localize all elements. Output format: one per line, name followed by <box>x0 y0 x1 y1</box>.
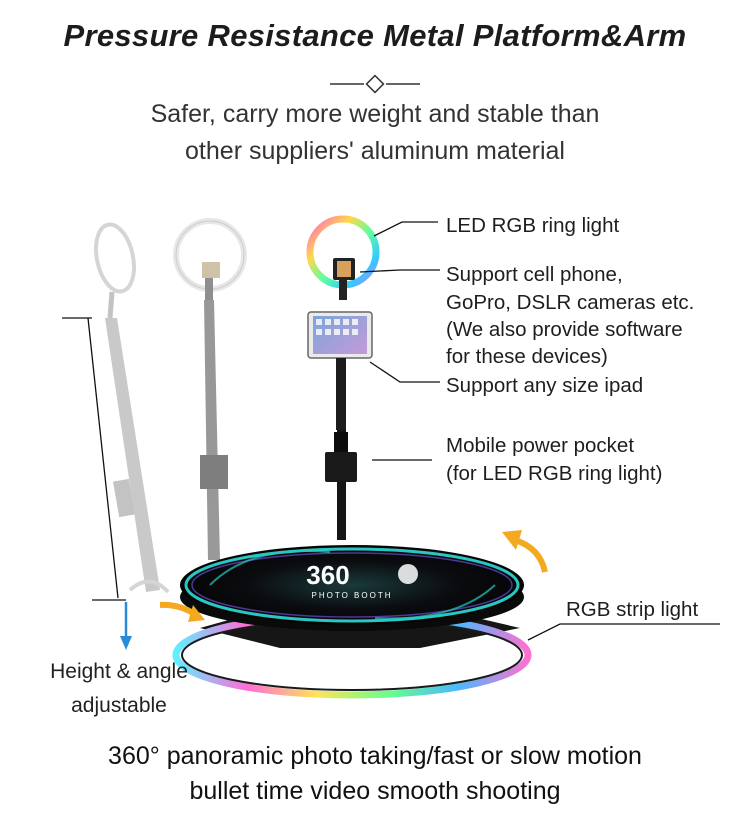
label-power-1: Mobile power pocket <box>446 434 635 457</box>
main-arm <box>306 215 380 540</box>
label-height-1: Height & angle <box>50 660 188 683</box>
label-height-2: adjustable <box>71 694 167 717</box>
ghost-arm-straight <box>173 218 247 560</box>
footer-line-2: bullet time video smooth shooting <box>189 777 561 805</box>
title-divider <box>330 74 420 94</box>
platform-logo-sub: PHOTO BOOTH <box>312 591 393 600</box>
diamond-icon <box>365 74 385 94</box>
product-illustration: 360 PHOTO BOOTH <box>62 215 720 699</box>
page-title: Pressure Resistance Metal Platform&Arm <box>63 18 687 53</box>
label-rgb-strip: RGB strip light <box>566 598 699 621</box>
label-support-1: Support cell phone, <box>446 263 623 286</box>
label-support-2: GoPro, DSLR cameras etc. <box>446 291 695 314</box>
subtitle-line-1: Safer, carry more weight and stable than <box>150 100 600 128</box>
label-power-2: (for LED RGB ring light) <box>446 462 663 485</box>
height-bracket <box>62 317 126 601</box>
platform <box>172 545 532 699</box>
subtitle-line-2: other suppliers' aluminum material <box>185 137 565 165</box>
label-support-4: for these devices) <box>446 345 608 368</box>
logo-mark-icon <box>398 564 418 584</box>
label-support-3: (We also provide software <box>446 318 683 341</box>
ghost-arm-tilted <box>94 222 170 594</box>
label-ipad: Support any size ipad <box>446 374 644 397</box>
platform-logo-360: 360 <box>306 560 349 590</box>
label-led-ring: LED RGB ring light <box>446 214 620 237</box>
callout-lines <box>359 221 720 641</box>
rotate-arrow-icon <box>513 537 548 573</box>
footer-line-1: 360° panoramic photo taking/fast or slow… <box>108 742 642 770</box>
